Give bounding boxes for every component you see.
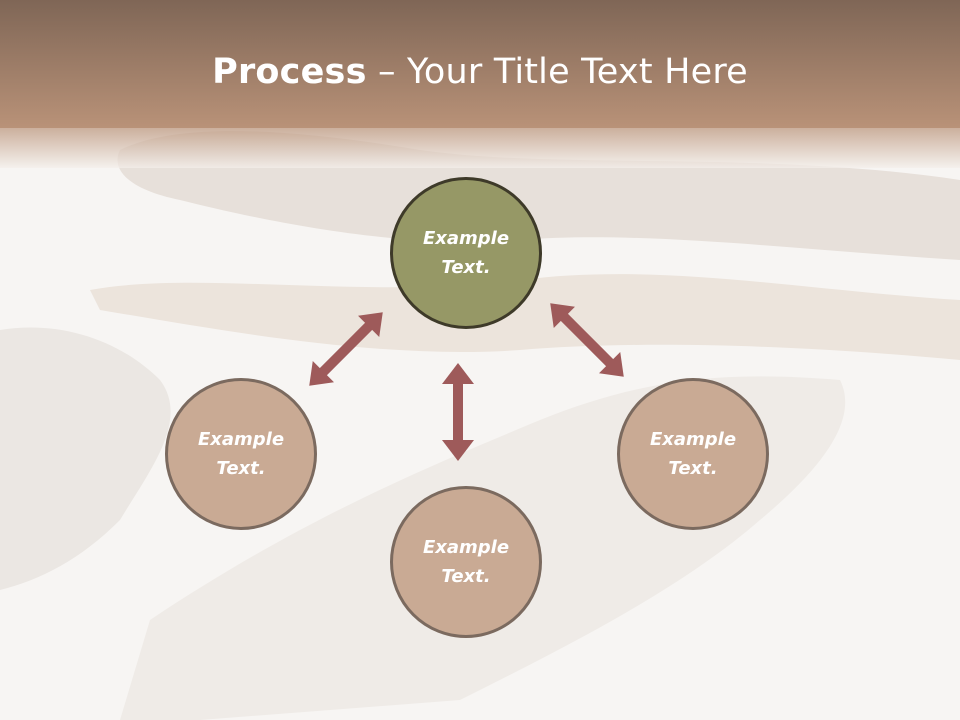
title-rest: Your Title Text Here	[406, 52, 748, 92]
node-right-label: Example Text.	[649, 429, 737, 479]
node-top-label: Example Text.	[422, 228, 510, 278]
arrow-vertical	[442, 363, 474, 461]
title-separator: –	[366, 52, 407, 92]
arrow-top-right	[550, 303, 624, 377]
title-bold: Process	[212, 52, 367, 92]
node-right: Example Text.	[617, 378, 769, 530]
slide-title: Process – Your Title Text Here	[0, 52, 960, 92]
connector-arrows	[309, 303, 624, 461]
node-top: Example Text.	[390, 177, 542, 329]
arrow-top-left	[309, 312, 383, 386]
node-left: Example Text.	[165, 378, 317, 530]
node-bottom: Example Text.	[390, 486, 542, 638]
node-bottom-label: Example Text.	[422, 537, 510, 587]
node-left-label: Example Text.	[197, 429, 285, 479]
